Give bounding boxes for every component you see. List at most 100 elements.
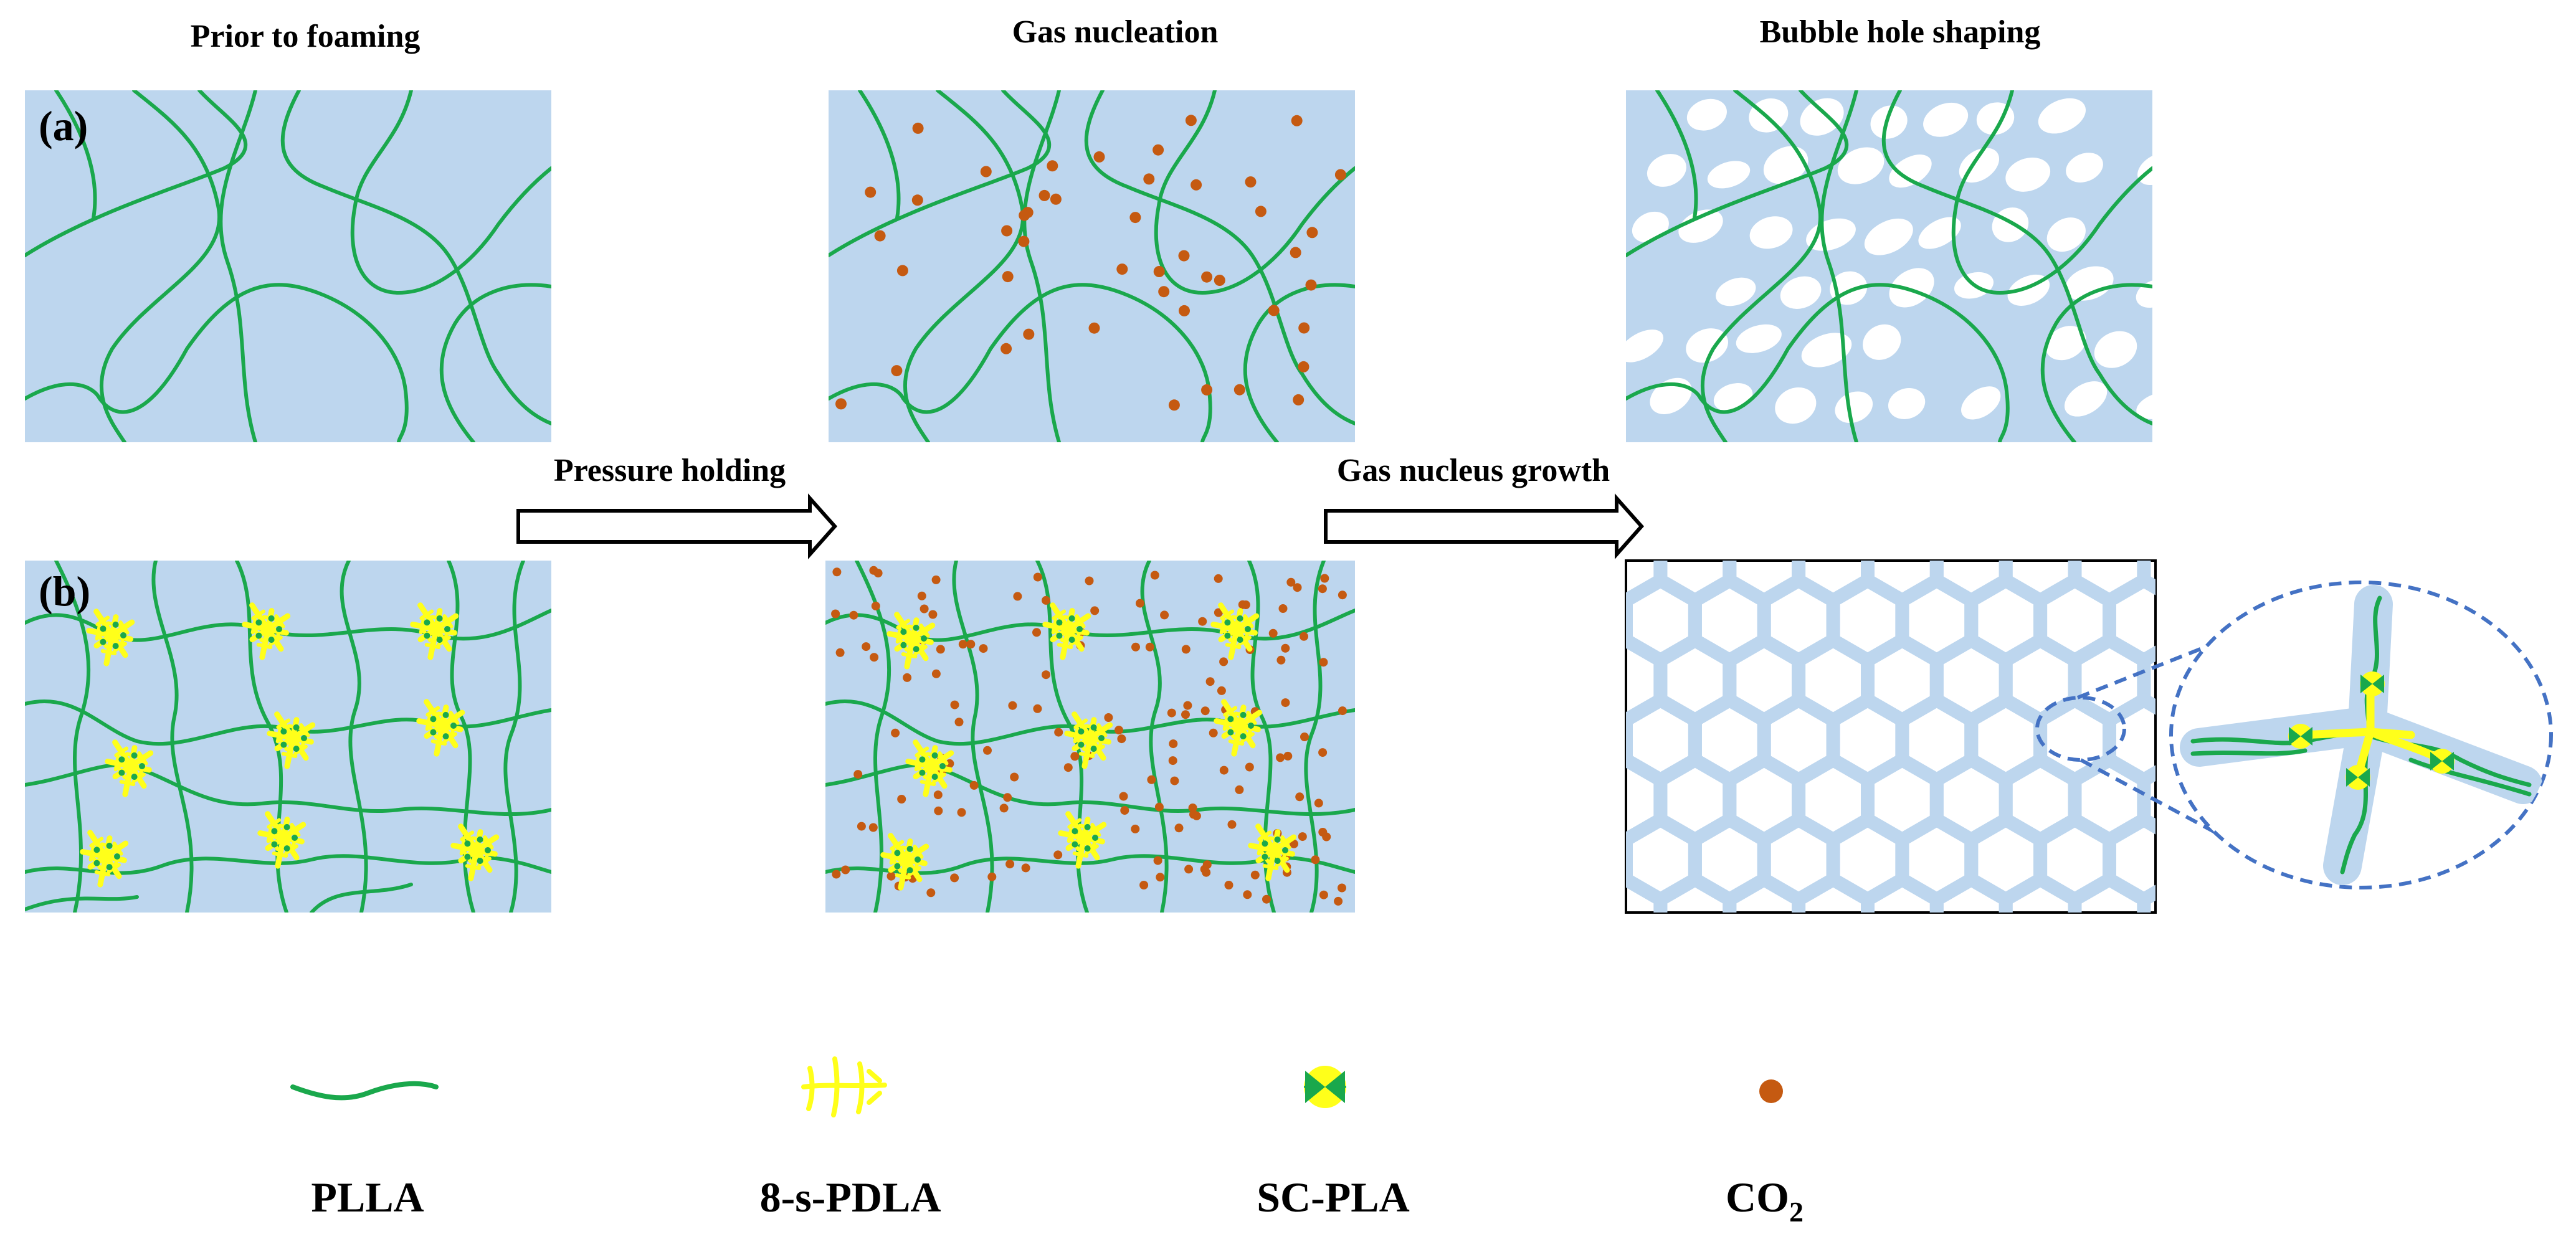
co2-dot [966,640,976,649]
co2-dot [911,194,923,206]
cell-wall [2179,461,2248,541]
pdla-cluster [880,833,929,891]
bubble [2038,98,2086,134]
co2-dot [891,365,903,377]
bubble [1749,98,1789,133]
cell-wall [1833,461,1903,541]
pdla-cluster [1042,602,1091,660]
co2-dot [1038,189,1050,201]
bubble [2137,152,2152,186]
bubble [2045,326,2086,361]
pdla-cluster [416,699,465,757]
bubble [1923,102,1969,137]
co2-dot [1023,328,1035,340]
pdla-cluster [267,711,316,769]
co2-dot [1241,600,1250,609]
legend-pdla-swatch [801,1056,887,1117]
bubble [1775,387,1817,424]
pdla-cluster [86,609,135,666]
cell-wall [2109,939,2179,1019]
co2-dot [897,795,906,804]
co2-dot [1214,574,1223,583]
co2-dot [853,770,863,779]
co2-dot [1178,250,1190,262]
co2-dot [1054,728,1063,737]
panel-b-cells [1523,461,2248,1019]
co2-molecules-a2 [835,115,1346,411]
co2-dot [1201,271,1213,283]
co2-dot [870,653,879,662]
cell-wall [2040,939,2109,1019]
co2-dot [868,823,878,832]
plla-chains-a2 [829,90,1355,442]
co2-dot [1268,305,1280,316]
co2-dot [832,870,841,879]
co2-dot [862,642,871,652]
legend-co2-label: CO2 [1726,1174,1804,1228]
co2-dot [1143,173,1155,185]
co2-dot [920,604,929,614]
co2-dot [1003,793,1012,802]
cell-wall [2040,461,2109,541]
bubble [1686,328,1728,363]
legend-scpla-label: SC-PLA [1257,1174,1410,1221]
cell-wall [1971,939,2040,1019]
co2-dot [1290,247,1301,258]
co2-dot [1150,571,1159,580]
cell-wall [2179,939,2248,1019]
bubble [2005,157,2051,192]
bubble [1763,146,1808,184]
panel-label-a: (a) [39,102,88,149]
co2-dot [891,728,900,737]
co2-dot [1047,160,1058,172]
co2-dot [1338,706,1347,716]
co2-dot [1293,583,1302,592]
co2-dot [1281,643,1290,653]
co2-dot [1181,645,1191,654]
panel-a-nucleation [829,90,1355,442]
co2-dot [1119,792,1128,801]
pdla-cluster [105,739,154,797]
co2-dot [1318,748,1328,757]
co2-dot [841,865,850,875]
co2-dot [1104,713,1113,722]
cell-wall [1971,461,2040,541]
co2-dot [1300,733,1309,741]
co2-dot [1184,865,1194,874]
co2-dot [1167,708,1176,718]
arrow-label-pressure-holding: Pressure holding [554,453,786,488]
cell-wall [1902,939,1971,1019]
bubble [1686,98,1727,131]
pdla-cluster [1210,602,1260,660]
bubble [1835,391,1873,424]
co2-dot [831,609,840,619]
co2-dot [1053,850,1063,860]
pdla-clusters-b2 [880,602,1297,891]
cell-wall [1861,873,1944,913]
co2-dot [1115,726,1123,735]
co2-dot [1200,706,1210,716]
co2-dot [1093,151,1105,163]
co2-dot [1070,752,1080,761]
co2-dot [1147,775,1156,784]
bubble [1864,218,1913,255]
pdla-cluster [905,739,954,797]
bubble [2046,217,2086,252]
panel-label-b: (b) [39,567,90,615]
co2-dot [1032,628,1041,637]
pdla-cluster [242,602,291,660]
co2-dot [1013,592,1022,601]
pdla-cluster [1214,699,1263,757]
co2-dot [1268,628,1278,638]
cell-wall [1929,873,2013,913]
cell-wall [1523,880,1592,959]
legend-co2-subscript: 2 [1789,1196,1804,1228]
co2-dot [1117,734,1126,744]
cell-wall [1902,461,1971,541]
co2-dot [1185,115,1197,126]
co2-dot [1314,799,1323,808]
co2-dot [849,610,858,620]
co2-dot [1283,751,1293,761]
co2-dot [1129,212,1141,224]
bubble [1801,333,1852,367]
